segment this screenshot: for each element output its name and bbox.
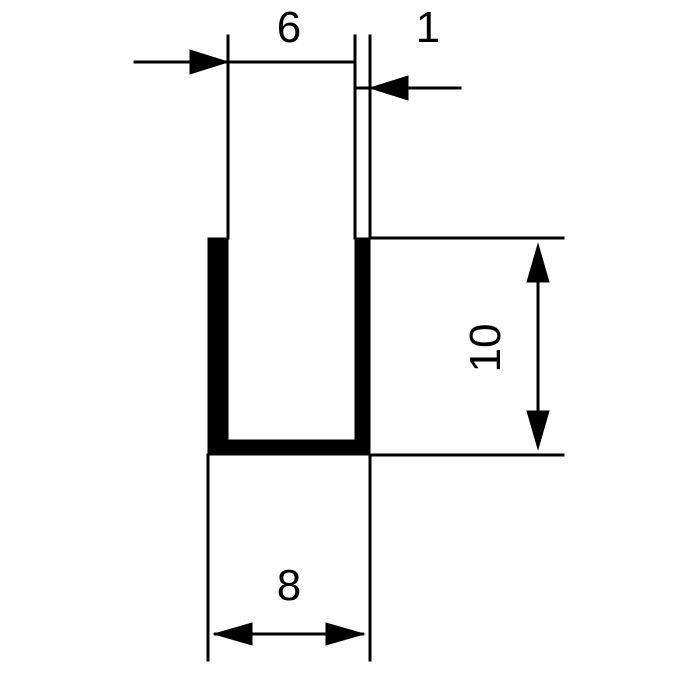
dimension-labels: 6 1 10 8 — [277, 3, 510, 610]
part-outline — [207, 237, 371, 456]
arrow-6-left — [189, 49, 230, 75]
right-wall-solid — [354, 237, 371, 441]
dimension-label-8: 8 — [277, 561, 301, 610]
left-wall-solid — [207, 237, 229, 441]
dimension-label-6: 6 — [277, 3, 301, 52]
dimension-shafts — [214, 250, 540, 636]
dimension-label-1: 1 — [416, 3, 440, 52]
arrow-1-right — [368, 75, 409, 101]
bottom-web-solid — [207, 439, 371, 456]
dimension-arrows — [189, 49, 550, 646]
dimension-label-10: 10 — [461, 324, 510, 373]
